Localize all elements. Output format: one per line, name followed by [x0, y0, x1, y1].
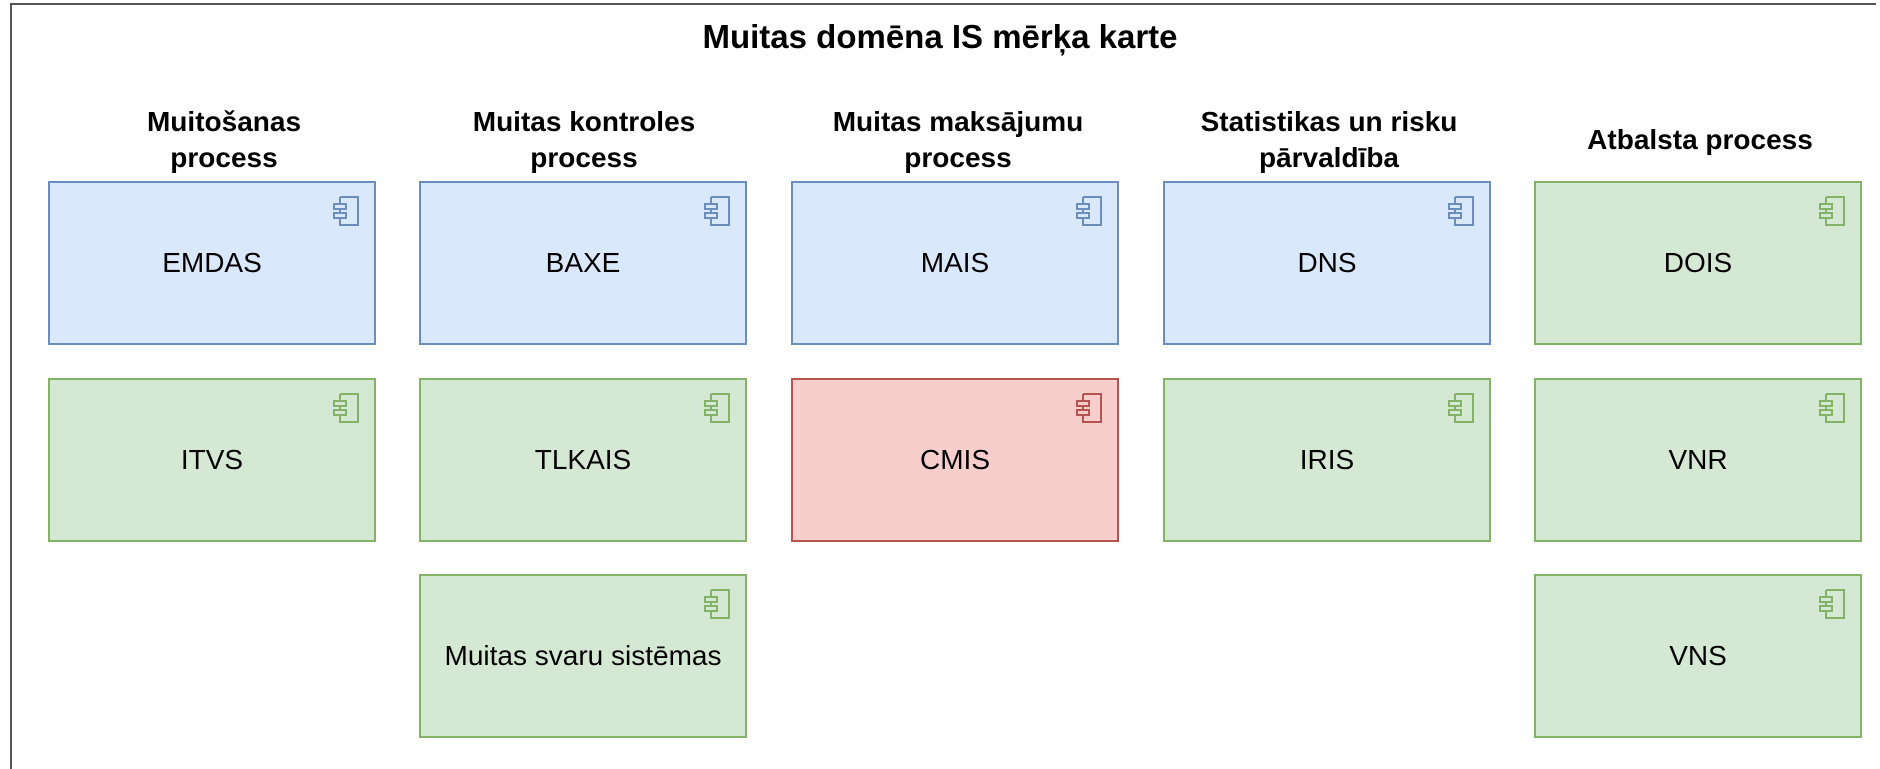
component-label: MAIS [920, 247, 990, 278]
component-label: DOIS [1663, 247, 1733, 278]
component-icon [1819, 589, 1845, 619]
component-box-dns[interactable]: DNS [1163, 181, 1491, 345]
column-header-statistikas: Statistikas un risku pārvaldība [1159, 100, 1499, 180]
component-box-vns[interactable]: VNS [1534, 574, 1862, 738]
column-header-line: process [170, 142, 278, 173]
column-header-maksajumu: Muitas maksājumu process [788, 100, 1128, 180]
component-label: ITVS [180, 444, 244, 475]
component-box-cmis[interactable]: CMIS [791, 378, 1119, 542]
component-label: IRIS [1299, 444, 1355, 475]
component-box-tlkais[interactable]: TLKAIS [419, 378, 747, 542]
component-icon [704, 196, 730, 226]
component-icon [1448, 196, 1474, 226]
component-icon [1819, 196, 1845, 226]
component-box-baxe[interactable]: BAXE [419, 181, 747, 345]
component-label: Muitas svaru sistēmas [444, 640, 722, 671]
column-header-line: pārvaldība [1258, 142, 1400, 173]
component-label: VNS [1669, 640, 1727, 671]
column-header-line: process [530, 142, 638, 173]
column-header-kontroles: Muitas kontroles process [414, 100, 754, 180]
component-box-vnr[interactable]: VNR [1534, 378, 1862, 542]
component-box-dois[interactable]: DOIS [1534, 181, 1862, 345]
component-label: BAXE [545, 247, 621, 278]
diagram-title: Muitas domēna IS mērķa karte [702, 18, 1178, 55]
component-box-muitas-svaru-sistemas[interactable]: Muitas svaru sistēmas [419, 574, 747, 738]
component-box-iris[interactable]: IRIS [1163, 378, 1491, 542]
column-header-atbalsta: Atbalsta process [1530, 100, 1870, 180]
component-box-itvs[interactable]: ITVS [48, 378, 376, 542]
column-header-line: process [904, 142, 1012, 173]
component-box-mais[interactable]: MAIS [791, 181, 1119, 345]
component-icon [704, 393, 730, 423]
component-icon [1076, 393, 1102, 423]
column-header-line: Muitas maksājumu [832, 106, 1084, 137]
component-label: DNS [1297, 247, 1357, 278]
component-label: CMIS [920, 444, 990, 475]
component-label: TLKAIS [534, 444, 632, 475]
component-label: VNR [1668, 444, 1728, 475]
component-icon [1819, 393, 1845, 423]
component-box-emdas[interactable]: EMDAS [48, 181, 376, 345]
component-icon [333, 196, 359, 226]
column-header-line: Atbalsta process [1587, 124, 1813, 155]
component-label: EMDAS [162, 247, 262, 278]
component-icon [333, 393, 359, 423]
column-header-line: Statistikas un risku [1200, 106, 1458, 137]
component-icon [1076, 196, 1102, 226]
column-header-line: Muitas kontroles [472, 106, 696, 137]
component-icon [1448, 393, 1474, 423]
component-icon [704, 589, 730, 619]
column-header-muitosanas: Muitošanas process [54, 100, 394, 180]
column-header-line: Muitošanas [146, 106, 302, 137]
